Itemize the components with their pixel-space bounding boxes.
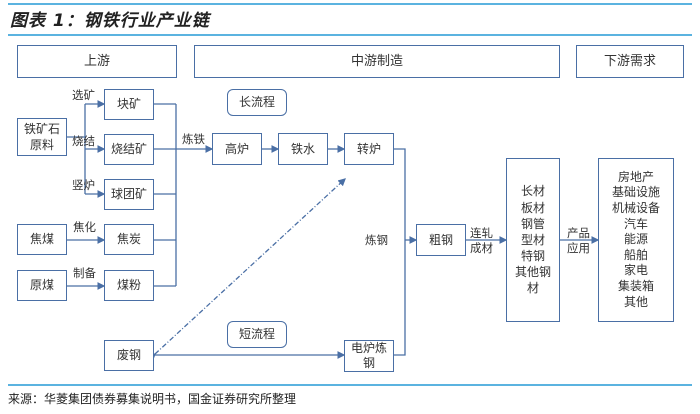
label-beneficiation: 选矿 [72,88,95,102]
label-coking: 焦化 [73,220,96,234]
node-sinter: 烧结矿 [104,134,154,165]
node-coking-coal: 焦煤 [17,224,67,255]
node-eaf: 电炉炼 钢 [344,340,394,372]
source-note: 来源：华菱集团债券募集说明书，国金证券研究所整理 [8,392,297,406]
top-rule [8,3,692,5]
node-pellet: 球团矿 [104,179,154,210]
label-ironmaking: 炼铁 [182,132,205,146]
bottom-rule [8,384,692,386]
midstream-header: 中游制造 [194,45,560,78]
tag-short-process: 短流程 [227,321,287,348]
node-converter: 转炉 [344,133,394,165]
edge-converter-out [394,148,406,356]
node-raw-coal: 原煤 [17,270,67,301]
title-rule [8,34,692,36]
node-demand: 房地产 基础设施 机械设备 汽车 能源 船舶 家电 集装箱 其他 [598,158,674,322]
node-lump-ore: 块矿 [104,89,154,120]
node-iron-ore: 铁矿石 原料 [17,118,67,156]
node-scrap: 废钢 [104,340,154,371]
label-rolling: 连轧 成材 [470,226,493,255]
label-sintering: 烧结 [72,134,95,148]
tag-long-process: 长流程 [227,89,287,116]
upstream-header: 上游 [17,45,177,78]
label-application: 产品 应用 [567,226,590,255]
node-molten-iron: 铁水 [278,133,328,165]
figure-title: 图表 1：钢铁行业产业链 [10,11,210,31]
downstream-header: 下游需求 [576,45,684,78]
node-crude-steel: 粗钢 [416,224,466,256]
node-blast-furnace: 高炉 [212,133,262,165]
node-coke: 焦炭 [104,224,154,255]
label-shaft-furnace: 竖炉 [72,178,95,192]
label-preparation: 制备 [73,266,96,280]
label-steelmaking: 炼钢 [365,233,388,247]
node-coal-powder: 煤粉 [104,270,154,301]
edge-scrap-to-converter [147,178,346,362]
node-steel-products: 长材 板材 钢管 型材 特钢 其他钢 材 [506,158,560,322]
